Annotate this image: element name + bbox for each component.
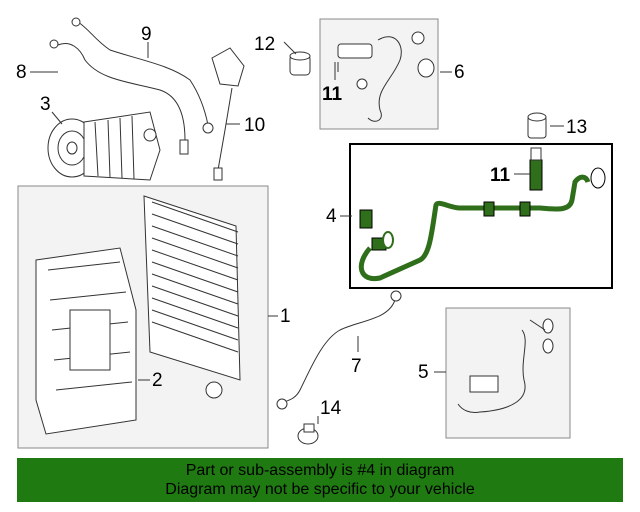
- fitting-part-14[interactable]: [297, 423, 319, 445]
- plug-part[interactable]: [205, 381, 223, 399]
- notice-banner: Part or sub-assembly is #4 in diagram Di…: [17, 458, 623, 502]
- callout-11-upper: 11: [322, 84, 343, 105]
- parts-diagram: 1 2 3 4 5 6 7 8 9 10 11 11 12 13 14: [16, 17, 613, 449]
- ac-line-part-4[interactable]: [358, 159, 606, 282]
- callout-14: 14: [320, 398, 342, 419]
- callout-7: 7: [351, 356, 362, 377]
- hose-part-5[interactable]: [457, 318, 554, 413]
- callout-8: 8: [16, 62, 27, 83]
- compressor-part-3[interactable]: [47, 111, 161, 181]
- callout-11-group4: 11: [490, 165, 511, 186]
- banner-line-1: Part or sub-assembly is #4 in diagram: [185, 462, 455, 479]
- cap-part-13[interactable]: [527, 112, 547, 139]
- highlight-group-box-4: [349, 143, 613, 289]
- sensor-part-10[interactable]: [211, 47, 245, 181]
- callout-5: 5: [418, 362, 429, 383]
- cap-part-12[interactable]: [289, 51, 311, 76]
- callout-6: 6: [454, 62, 465, 83]
- callout-10: 10: [244, 115, 265, 136]
- callout-3: 3: [40, 94, 51, 115]
- pressure-switch-part-11[interactable]: [530, 147, 542, 161]
- callout-13: 13: [566, 117, 587, 138]
- callout-2: 2: [152, 370, 163, 391]
- hose-part-8[interactable]: [49, 39, 189, 155]
- hose-part-9[interactable]: [71, 17, 214, 134]
- callout-4: 4: [326, 206, 337, 227]
- callout-9: 9: [141, 24, 152, 45]
- banner-line-2: Diagram may not be specific to your vehi…: [165, 481, 475, 498]
- callout-12: 12: [254, 34, 275, 55]
- hose-part-7[interactable]: [276, 290, 402, 410]
- callout-1: 1: [280, 306, 291, 327]
- hose-part-6[interactable]: [334, 31, 435, 122]
- condenser-part-1[interactable]: [143, 195, 241, 381]
- shroud-part-2[interactable]: [35, 247, 137, 435]
